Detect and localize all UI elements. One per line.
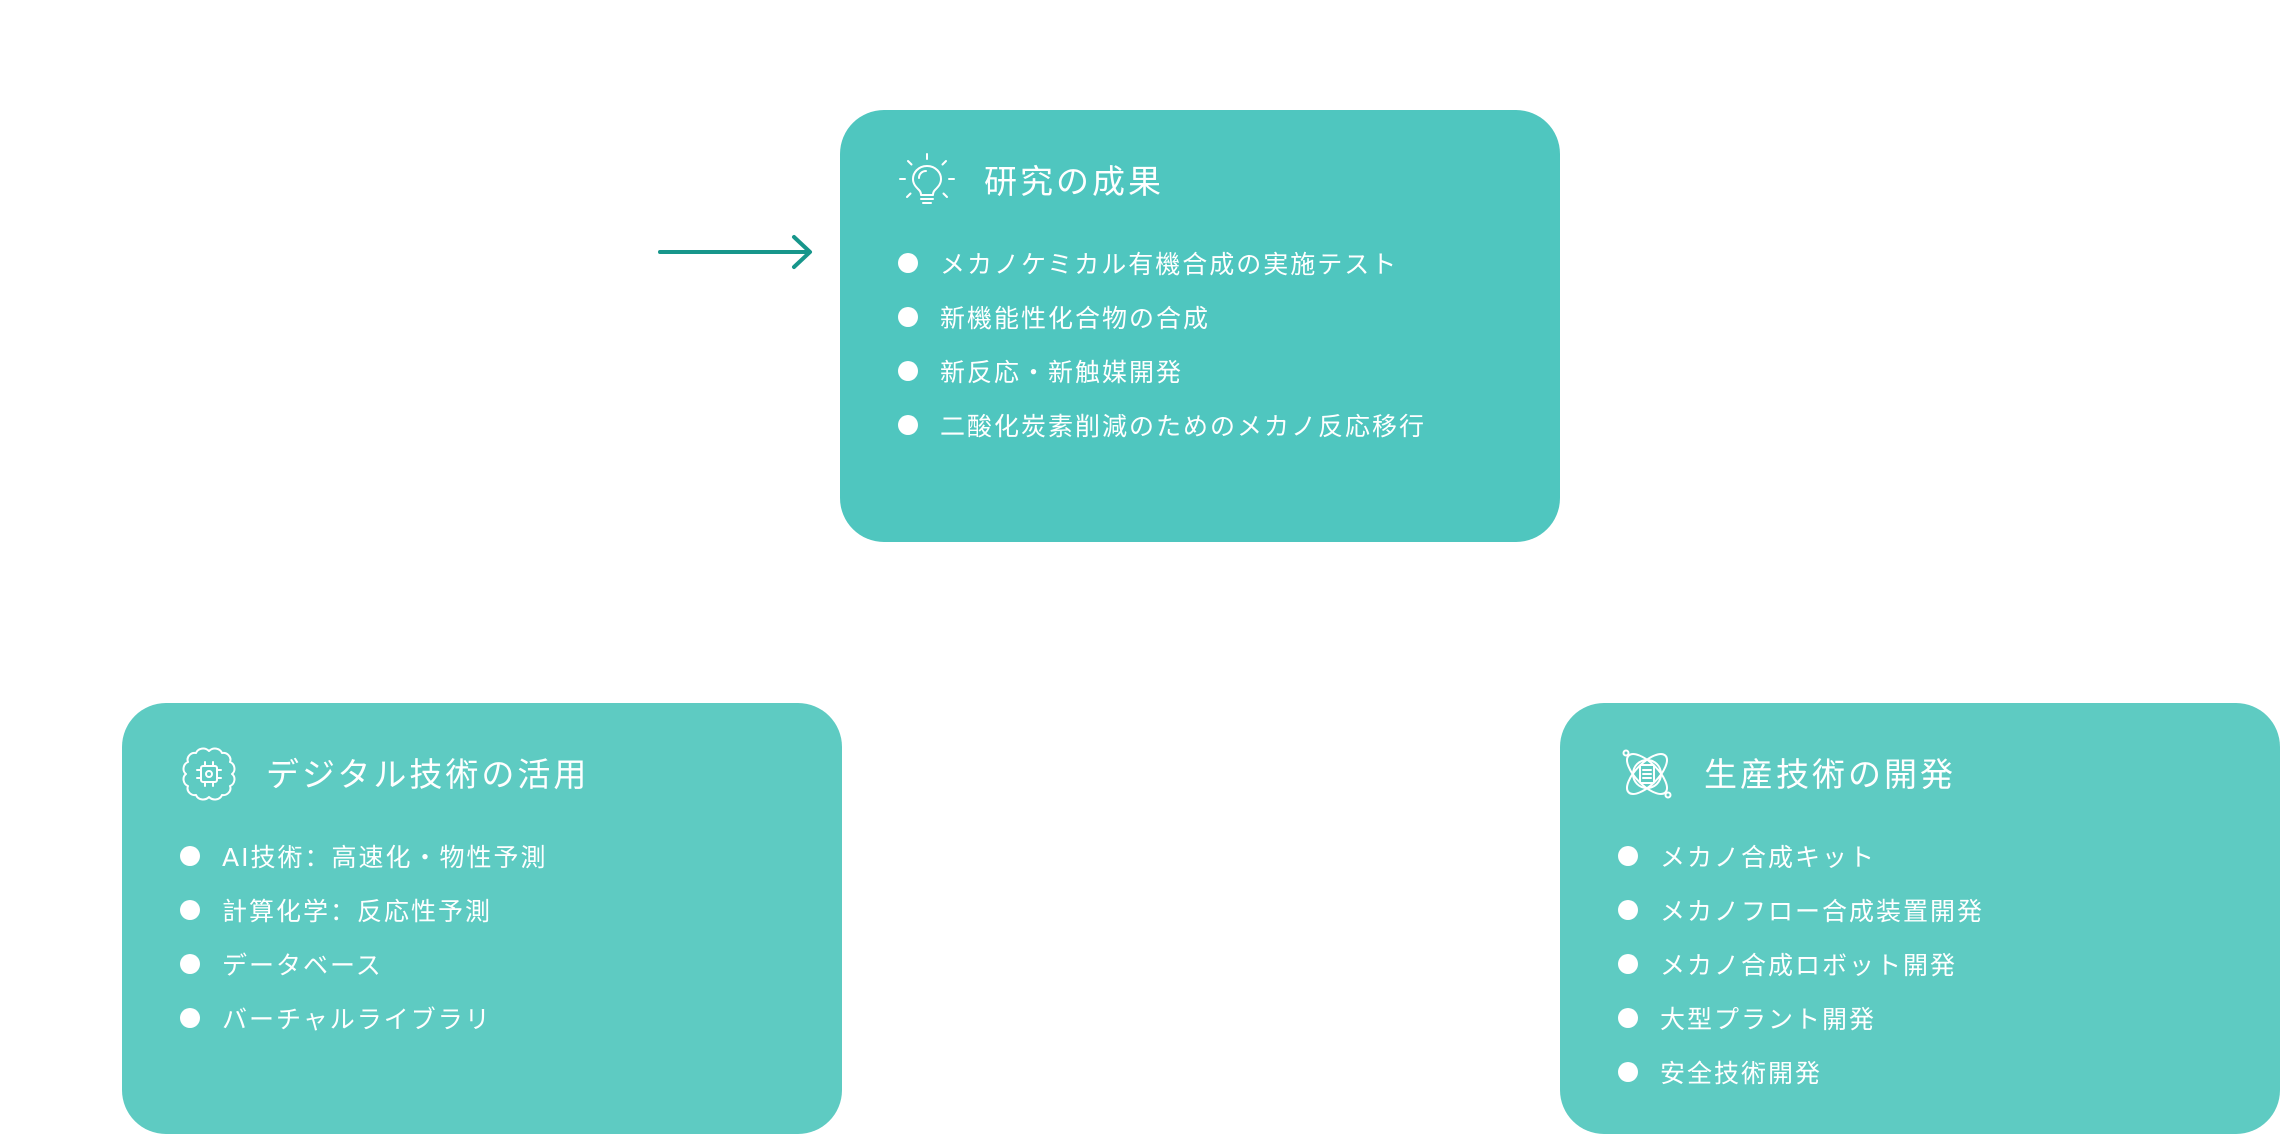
list-item-text: データベース bbox=[222, 951, 383, 980]
list-item-text: AI技術：高速化・物性予測 bbox=[222, 843, 548, 872]
bullet-icon bbox=[898, 415, 918, 435]
list-item-text: 新反応・新触媒開発 bbox=[940, 358, 1184, 387]
list-item-text: メカノケミカル有機合成の実施テスト bbox=[940, 250, 1399, 279]
bullet-icon bbox=[1618, 846, 1638, 866]
card-title: デジタル技術の活用 bbox=[266, 754, 590, 794]
list-item: メカノフロー合成装置開発 bbox=[1618, 883, 2222, 937]
list-item: メカノ合成キット bbox=[1618, 829, 2222, 883]
list-item: 大型プラント開発 bbox=[1618, 991, 2222, 1045]
list-item-text: 大型プラント開発 bbox=[1660, 1005, 1877, 1034]
bullet-icon bbox=[1618, 954, 1638, 974]
bullet-icon bbox=[180, 900, 200, 920]
list-item: メカノ合成ロボット開発 bbox=[1618, 937, 2222, 991]
bullet-icon bbox=[180, 1008, 200, 1028]
card-title: 研究の成果 bbox=[984, 161, 1164, 201]
card-item-list: AI技術：高速化・物性予測 計算化学：反応性予測 データベース バーチャルライブ… bbox=[180, 829, 784, 1045]
list-item-text: 二酸化炭素削減のためのメカノ反応移行 bbox=[940, 412, 1427, 441]
atom-document-icon bbox=[1618, 745, 1676, 803]
card-header: 研究の成果 bbox=[898, 150, 1502, 212]
list-item: 二酸化炭素削減のためのメカノ反応移行 bbox=[898, 398, 1502, 452]
card-item-list: メカノ合成キット メカノフロー合成装置開発 メカノ合成ロボット開発 大型プラント… bbox=[1618, 829, 2222, 1099]
card-header: デジタル技術の活用 bbox=[180, 743, 784, 805]
list-item: 新反応・新触媒開発 bbox=[898, 344, 1502, 398]
list-item-text: 計算化学：反応性予測 bbox=[222, 897, 493, 926]
list-item: 新機能性化合物の合成 bbox=[898, 290, 1502, 344]
bullet-icon bbox=[180, 954, 200, 974]
list-item: 計算化学：反応性予測 bbox=[180, 883, 784, 937]
list-item-text: メカノ合成ロボット開発 bbox=[1660, 951, 1958, 980]
list-item: メカノケミカル有機合成の実施テスト bbox=[898, 236, 1502, 290]
card-title: 生産技術の開発 bbox=[1704, 754, 1956, 794]
card-header: 生産技術の開発 bbox=[1618, 743, 2222, 805]
bullet-icon bbox=[898, 307, 918, 327]
lightbulb-icon bbox=[898, 152, 956, 210]
brain-icon bbox=[180, 745, 238, 803]
bullet-icon bbox=[1618, 1008, 1638, 1028]
list-item-text: メカノ合成キット bbox=[1660, 843, 1877, 872]
list-item-text: バーチャルライブラリ bbox=[222, 1005, 492, 1034]
production-technology-card: 生産技術の開発 メカノ合成キット メカノフロー合成装置開発 メカノ合成ロボット開… bbox=[1560, 703, 2280, 1134]
list-item-text: 新機能性化合物の合成 bbox=[940, 304, 1211, 333]
list-item: AI技術：高速化・物性予測 bbox=[180, 829, 784, 883]
bullet-icon bbox=[180, 846, 200, 866]
list-item: 安全技術開発 bbox=[1618, 1045, 2222, 1099]
bullet-icon bbox=[1618, 900, 1638, 920]
bullet-icon bbox=[1618, 1062, 1638, 1082]
bullet-icon bbox=[898, 253, 918, 273]
card-item-list: メカノケミカル有機合成の実施テスト 新機能性化合物の合成 新反応・新触媒開発 二… bbox=[898, 236, 1502, 452]
list-item-text: 安全技術開発 bbox=[1660, 1059, 1823, 1088]
list-item: データベース bbox=[180, 937, 784, 991]
bullet-icon bbox=[898, 361, 918, 381]
arrow-right-icon bbox=[658, 235, 812, 269]
research-results-card: 研究の成果 メカノケミカル有機合成の実施テスト 新機能性化合物の合成 新反応・新… bbox=[840, 110, 1560, 542]
list-item: バーチャルライブラリ bbox=[180, 991, 784, 1045]
list-item-text: メカノフロー合成装置開発 bbox=[1660, 897, 1985, 926]
digital-technology-card: デジタル技術の活用 AI技術：高速化・物性予測 計算化学：反応性予測 データベー… bbox=[122, 703, 842, 1134]
